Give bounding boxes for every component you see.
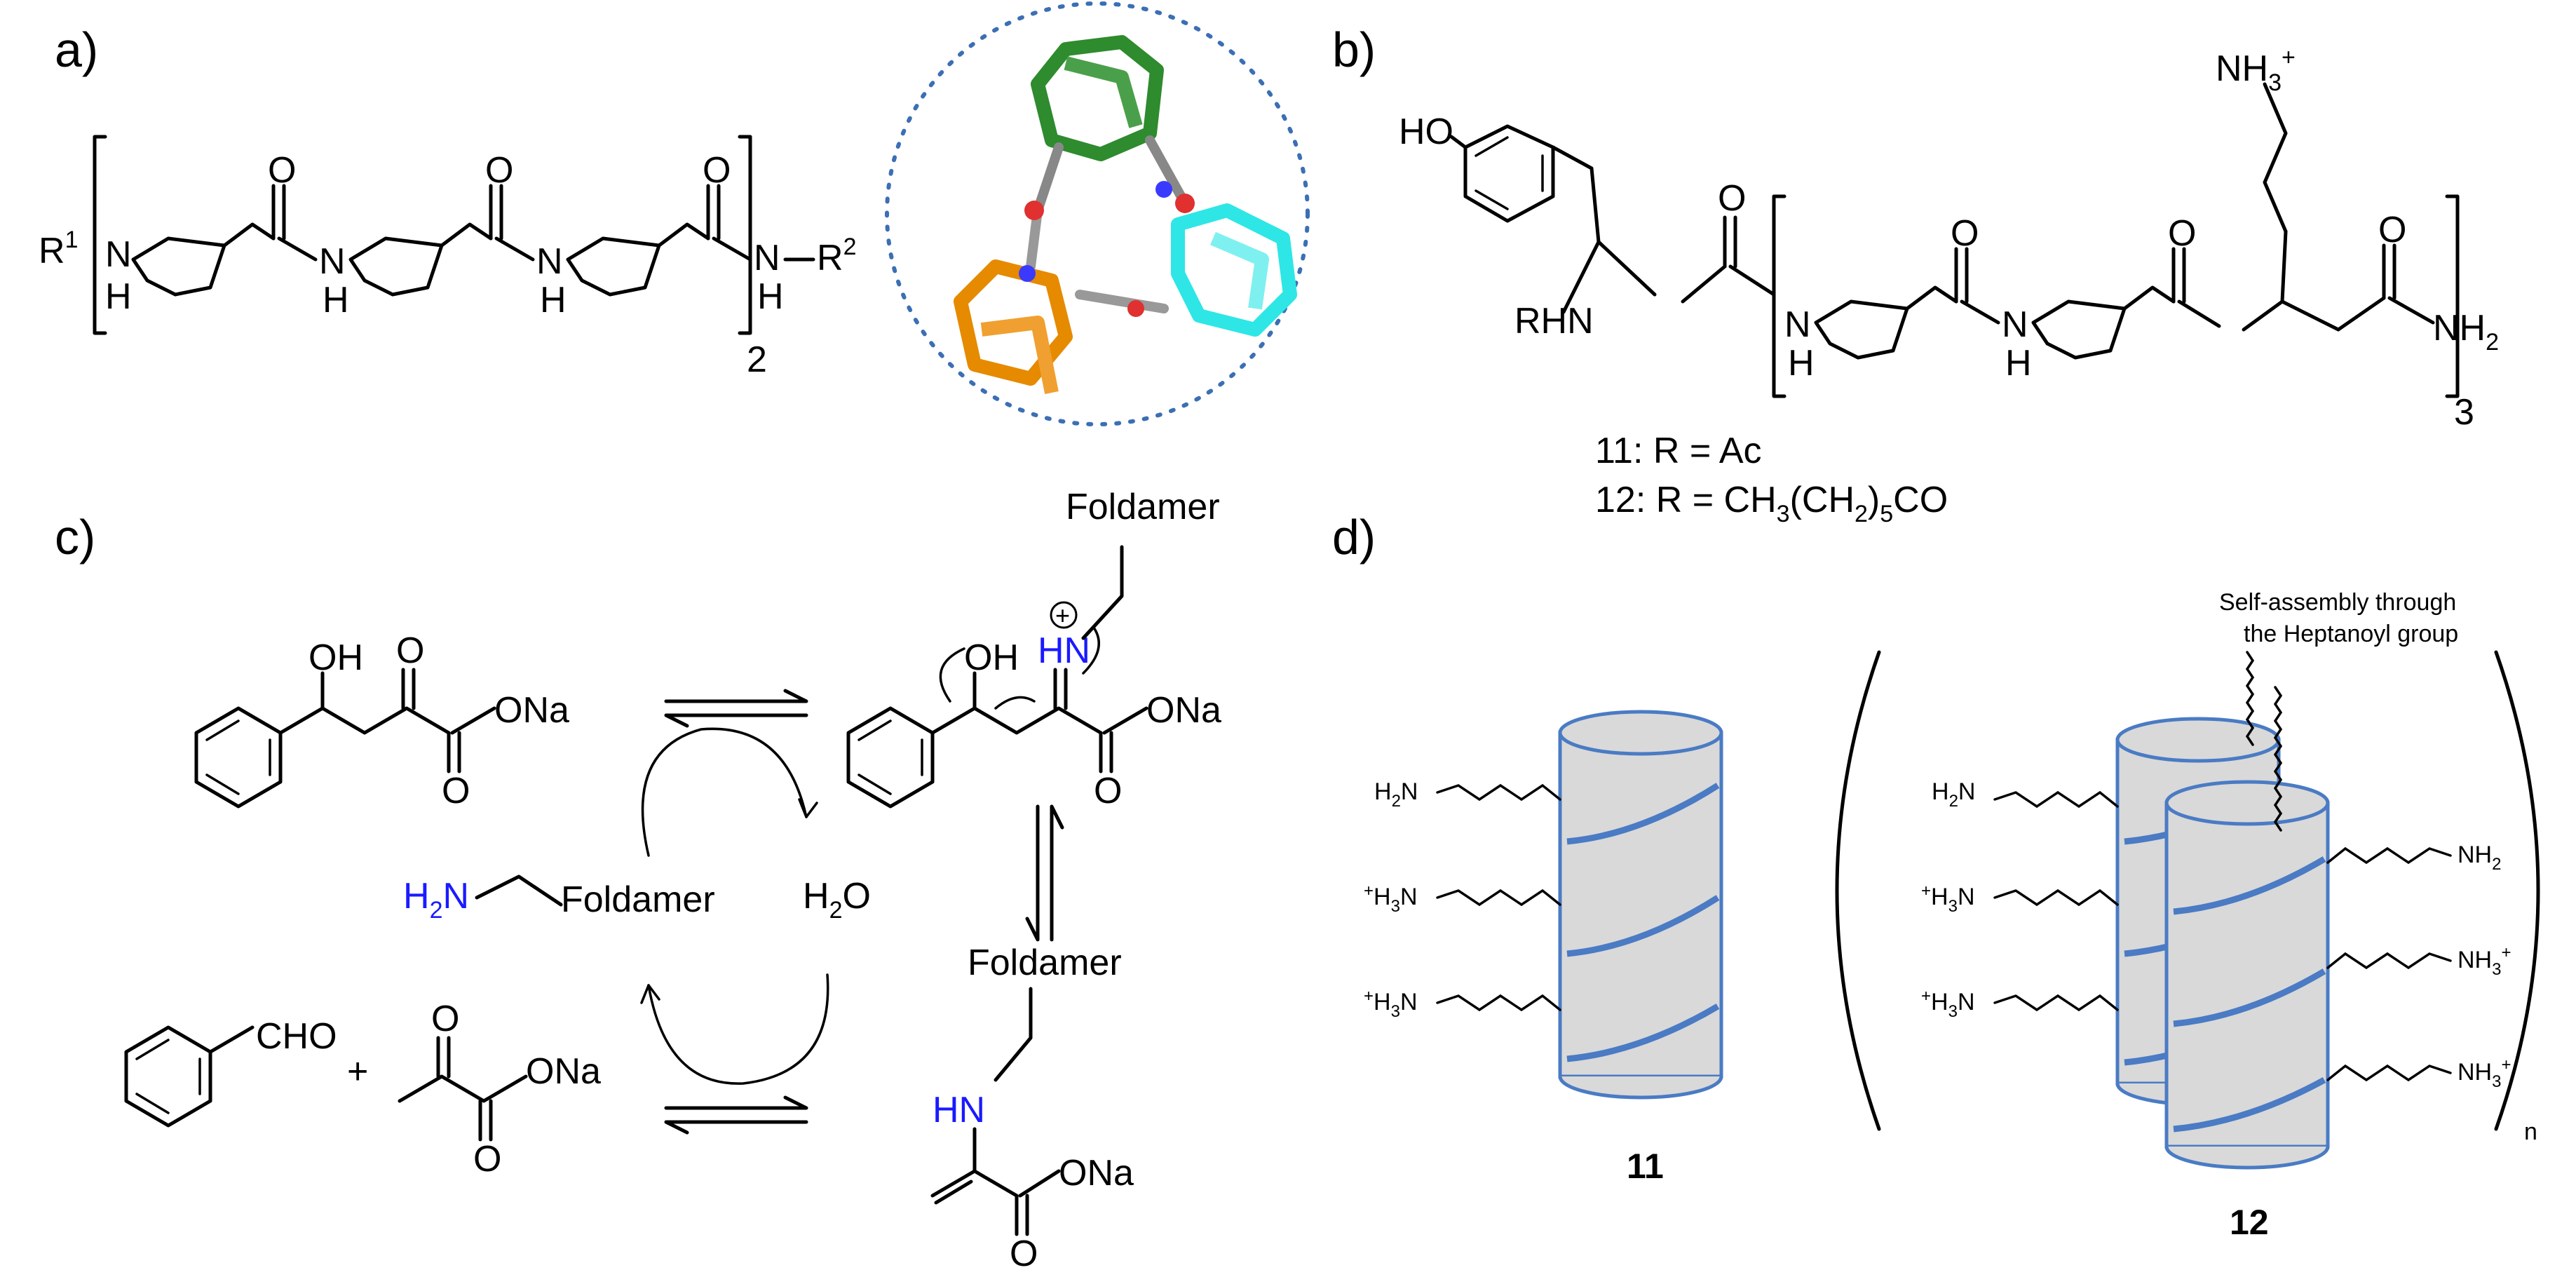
panel-label-b: b) <box>1332 22 1376 77</box>
h2o-label: H2O <box>803 876 871 924</box>
foldamer-label-2: Foldamer <box>561 879 715 920</box>
panel-label-c: c) <box>55 510 95 565</box>
n-atom-1: N <box>105 234 132 275</box>
rhn-label: RHN <box>1514 301 1594 342</box>
nh3-label: NH3+ <box>2216 44 2296 96</box>
d-nh3-2: NH3+ <box>2458 1055 2511 1091</box>
panel-label-d: d) <box>1332 510 1376 565</box>
d-nh2: NH2 <box>2458 842 2501 874</box>
d-h3n-2: +H3N <box>1364 987 1418 1021</box>
h-atom-2: H <box>323 280 349 320</box>
compound-12-caption: 12: R = CH3(CH2)5CO <box>1595 480 1948 527</box>
cho-label: CHO <box>256 1016 337 1057</box>
o-c5: O <box>473 1139 501 1180</box>
h-atom-3: H <box>540 280 567 320</box>
d-h3n-1: +H3N <box>1364 881 1418 916</box>
panel-a-structure: 2 R1 N H O N H O N H O N H R2 <box>39 135 856 380</box>
nh2-label: NH2 <box>2433 308 2499 356</box>
o-b1: O <box>1718 178 1746 219</box>
o-c6: O <box>1010 1234 1038 1274</box>
ona-c2: ONa <box>1146 690 1221 731</box>
o-atom-2: O <box>485 150 513 191</box>
cylinder-11: H2N +H3N +H3N 11 <box>1364 710 1723 1186</box>
n-b3: N <box>2002 304 2028 345</box>
panel-b-structure: HO RHN O 3 N H O N H O <box>1399 44 2499 527</box>
ho-label: HO <box>1399 112 1453 152</box>
d-h2n-2: H2N <box>1932 778 1975 811</box>
d-nh3-1: NH3+ <box>2458 943 2511 979</box>
h2n-foldamer: H2N <box>403 876 469 924</box>
h-atom-4: H <box>757 276 784 317</box>
h-b3: H <box>2005 343 2032 384</box>
compound-11-caption: 11: R = Ac <box>1595 431 1762 471</box>
plus-sign: + <box>347 1051 368 1092</box>
label-12: 12 <box>2230 1203 2269 1242</box>
r2-label: R2 <box>817 234 856 278</box>
o-b3: O <box>2168 213 2196 254</box>
annotation-line-1: Self-assembly through <box>2219 589 2456 616</box>
repeat-index-a: 2 <box>747 339 767 380</box>
label-11: 11 <box>1627 1147 1664 1186</box>
n-atom-2: N <box>319 241 346 282</box>
foldamer-label-1: Foldamer <box>1066 487 1220 527</box>
ona-c3: ONa <box>526 1051 601 1092</box>
d-h2n-1: H2N <box>1374 778 1418 811</box>
panel-label-a: a) <box>55 22 98 77</box>
d-h3n-3: +H3N <box>1921 881 1975 916</box>
o-c4: O <box>431 999 459 1039</box>
o-c1: O <box>396 630 424 671</box>
o-b2: O <box>1951 213 1979 254</box>
hn-c2: HN <box>933 1090 985 1130</box>
cylinder-12-front: NH2 NH3+ NH3+ 12 <box>2164 780 2511 1242</box>
o-atom-3: O <box>703 150 731 191</box>
plus-charge: + <box>1055 601 1070 630</box>
panel-a-3d-model <box>885 1 1310 426</box>
n-atom-3: N <box>536 241 563 282</box>
r1-label: R1 <box>39 227 78 271</box>
ona-c4: ONa <box>1059 1153 1134 1194</box>
oh-c2: OH <box>964 637 1019 678</box>
o-b4: O <box>2378 210 2406 250</box>
repeat-index-b: 3 <box>2454 392 2474 433</box>
nh-r2: N <box>754 238 780 278</box>
panel-c-scheme: OH O O ONa OH HN + Foldamer O ONa <box>124 487 1221 1274</box>
annotation-line-2: the Heptanoyl group <box>2244 621 2458 647</box>
ona-c1: ONa <box>494 690 569 731</box>
d-h3n-4: +H3N <box>1921 987 1975 1021</box>
panel-d-assembly: H2N +H3N +H3N 11 n Self-assembly through… <box>1364 589 2540 1242</box>
hn-c1: HN <box>1038 630 1090 671</box>
o-c2: O <box>442 771 470 811</box>
n-subscript: n <box>2524 1119 2537 1145</box>
n-b2: N <box>1784 304 1811 345</box>
h-atom-1: H <box>105 276 132 317</box>
o-c3: O <box>1094 771 1122 811</box>
o-atom-1: O <box>268 150 296 191</box>
foldamer-label-3: Foldamer <box>968 942 1122 983</box>
oh-c1: OH <box>309 637 363 678</box>
h-b2: H <box>1788 343 1815 384</box>
